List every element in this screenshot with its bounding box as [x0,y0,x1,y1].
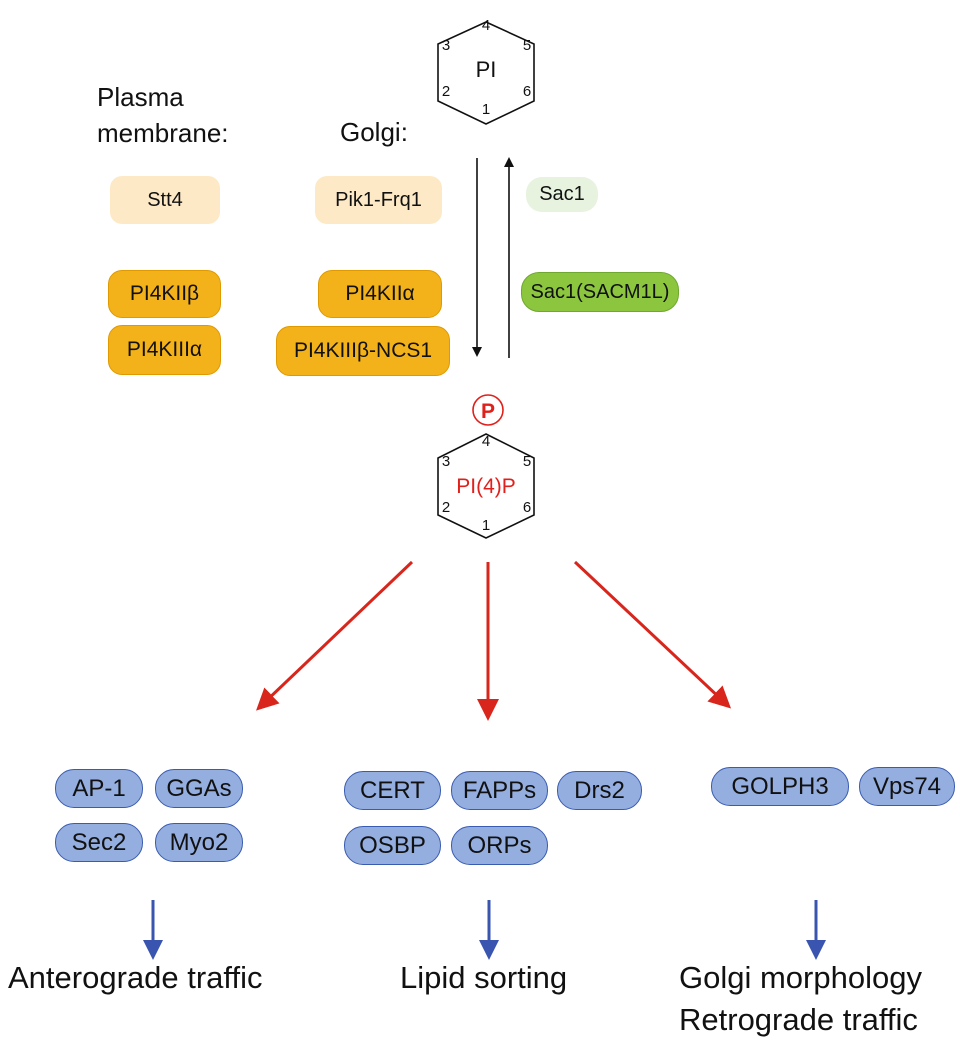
outcome-golgi-morphology: Golgi morphology [679,960,922,995]
plasma-membrane-label-line2: membrane: [97,118,229,148]
phosphatase-sac1-yeast: Sac1 [526,177,598,212]
effector-cert: CERT [344,771,441,810]
arrow-to-traffic [256,560,414,711]
outcome-retrograde-traffic: Retrograde traffic [679,1002,918,1037]
effector-drs2: Drs2 [557,771,642,810]
effector-vps74: Vps74 [859,767,955,806]
pi4p-pos-2: 2 [442,499,450,516]
plasma-membrane-label-line1: Plasma [97,82,184,112]
effector-golph3: GOLPH3 [711,767,849,806]
kinase-pi4kiiibeta-ncs1: PI4KIIIβ-NCS1 [276,326,450,376]
pi-pos-4: 4 [482,17,490,34]
kinase-stt4: Stt4 [110,176,220,224]
phosphatase-sac1-sacm1l: Sac1(SACM1L) [521,272,679,312]
pi4p-pos-6: 6 [523,499,531,516]
golgi-label: Golgi: [340,117,408,147]
outcome-lipid-sorting: Lipid sorting [400,960,568,995]
arrow-to-golgi [573,560,732,709]
kinase-pik1-frq1: Pik1-Frq1 [315,176,442,224]
effector-orps: ORPs [451,826,548,865]
pi-pos-1: 1 [482,101,490,118]
effector-sec2: Sec2 [55,823,143,862]
phosphate-label: P [481,400,495,423]
pi4p-ring [437,433,535,539]
pi4p-label-prefix: PI(4) [456,475,502,498]
effector-fapps: FAPPs [451,771,548,810]
pi4p-label-suffix: P [502,475,516,498]
pi-ring [437,21,535,125]
pi4p-pos-3: 3 [442,453,450,470]
pi-pos-6: 6 [523,83,531,100]
outcome-anterograde-traffic: Anterograde traffic [8,960,263,995]
effector-ggas: GGAs [155,769,243,808]
kinase-pi4kiibeta: PI4KIIβ [108,270,221,318]
pi-pos-5: 5 [523,37,531,54]
phosphate-icon [472,394,504,426]
kinase-pi4kiiialpha: PI4KIIIα [108,325,221,375]
pi4p-pos-1: 1 [482,517,490,534]
effector-osbp: OSBP [344,826,441,865]
effector-myo2: Myo2 [155,823,243,862]
effector-ap-1: AP-1 [55,769,143,808]
pi4p-pos-4: 4 [482,433,490,450]
pi-label: PI [476,57,497,82]
pi4p-pos-5: 5 [523,453,531,470]
pi-pos-3: 3 [442,37,450,54]
kinase-pi4kiialpha: PI4KIIα [318,270,442,318]
pi4p-label: PI(4)P [456,475,516,498]
pi-pos-2: 2 [442,83,450,100]
